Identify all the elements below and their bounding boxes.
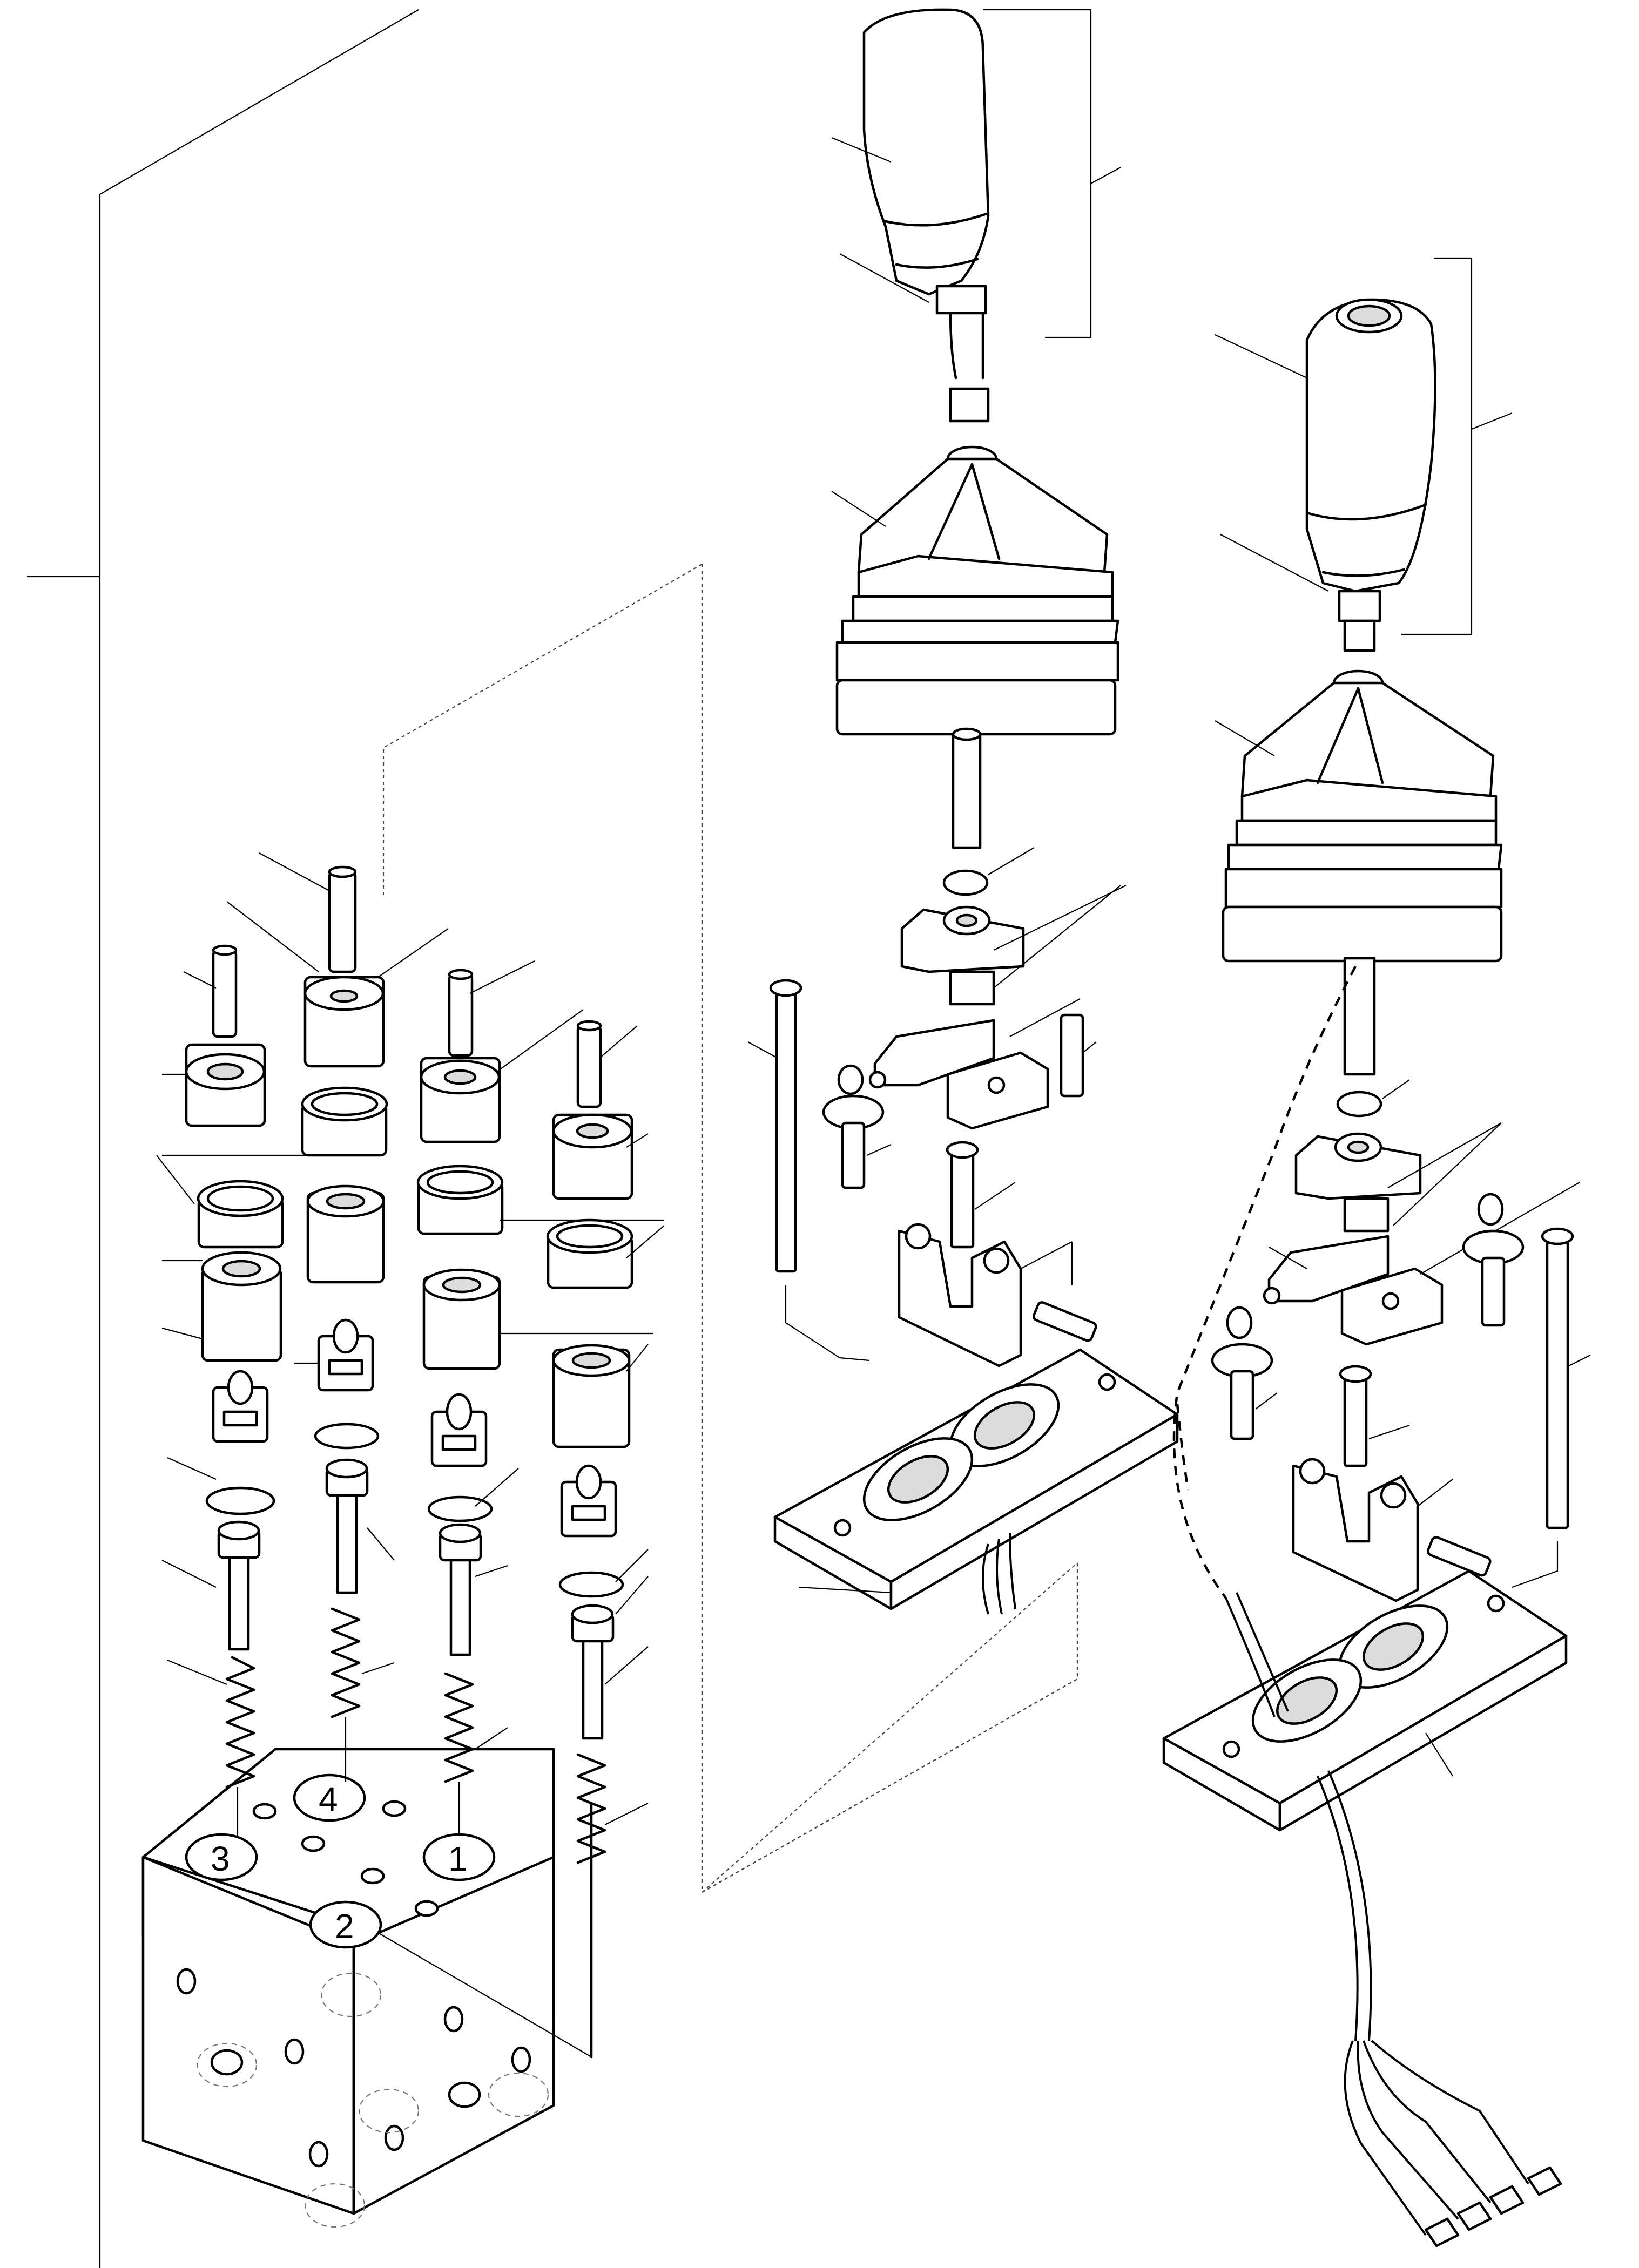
- guide-lines: [701, 564, 1078, 1893]
- spool-column-1: [416, 960, 664, 1836]
- port-hole-2: [309, 1900, 382, 1949]
- joystick-right: [1162, 257, 1591, 2247]
- port-label-3: 3: [211, 1839, 230, 1878]
- spool-column-3: [156, 944, 284, 1836]
- valve-block: 3 4 1 2: [141, 1748, 593, 2228]
- spool-column-2: [546, 1020, 665, 1864]
- port-hole-3: [185, 1833, 258, 1881]
- port-hole-4: [293, 1773, 366, 1822]
- port-label-2: 2: [335, 1907, 354, 1946]
- joystick-center: [747, 8, 1179, 1615]
- spool-column-4: [162, 852, 449, 1782]
- port-label-1: 1: [448, 1839, 468, 1878]
- port-label-4: 4: [319, 1780, 338, 1819]
